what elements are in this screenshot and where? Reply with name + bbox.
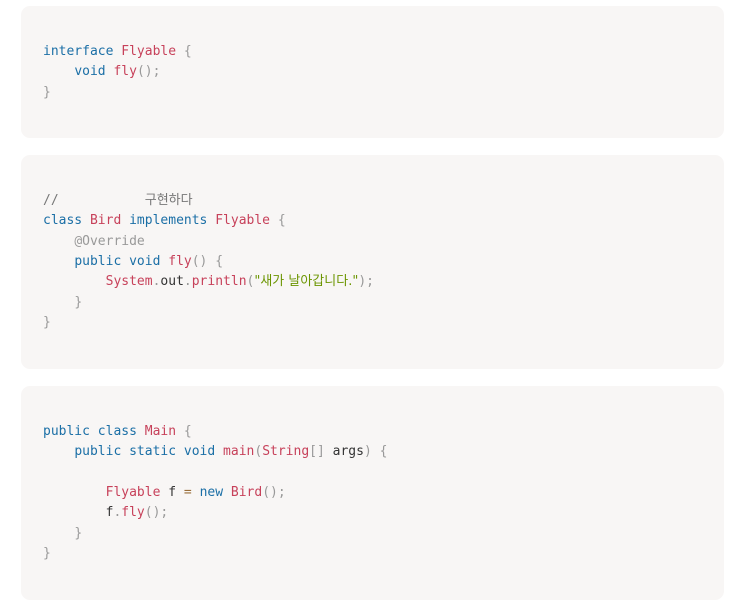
code-token: println: [191, 274, 247, 290]
code-block-main-class: public class Main { public static void m…: [21, 386, 724, 600]
code-token: =: [183, 484, 192, 500]
code-token: [192, 485, 200, 500]
code-indent: [43, 526, 74, 541]
code-line: public class Main {: [43, 422, 192, 442]
code-token: [372, 444, 380, 459]
code-token: {: [183, 44, 192, 59]
code-token: fly: [121, 505, 145, 521]
code-token: main: [223, 444, 255, 460]
code-line: // 구현하다: [43, 191, 193, 211]
code-token: out: [160, 274, 184, 290]
code-token: .: [152, 274, 161, 290]
code-line: System.out.println("새가 날아갑니다.");: [43, 272, 374, 292]
code-token: [137, 424, 145, 439]
code-line: Flyable f = new Bird();: [43, 483, 286, 503]
code-line: @Override: [43, 232, 145, 252]
code-block-flyable-interface: interface Flyable { void fly();}: [21, 6, 724, 138]
code-token: new: [199, 484, 224, 500]
code-line: class Bird implements Flyable {: [43, 211, 286, 231]
code-line: void fly();: [43, 62, 160, 82]
code-token: public: [74, 444, 122, 460]
code-token: }: [43, 314, 51, 330]
code-token: ): [363, 444, 372, 460]
code-token: public: [74, 253, 122, 269]
code-token: Bird: [230, 484, 263, 500]
code-token: {: [183, 424, 192, 439]
code-indent: [43, 254, 74, 269]
code-token: {: [277, 213, 286, 229]
code-token: Flyable: [121, 44, 177, 59]
code-token: [176, 444, 184, 459]
code-token: );: [358, 274, 374, 290]
code-token: void: [129, 253, 161, 269]
code-token: 구현하다: [144, 193, 193, 208]
code-token: .: [113, 505, 122, 521]
code-token: //: [43, 193, 145, 208]
code-line: }: [43, 524, 82, 544]
code-token: f: [160, 484, 184, 500]
code-token: []: [309, 444, 325, 460]
code-token: [176, 424, 184, 439]
code-token: implements: [129, 213, 208, 229]
code-token: Main: [144, 424, 177, 439]
code-token: f: [105, 505, 114, 521]
code-indent: [43, 485, 106, 500]
code-token: (): [191, 253, 208, 269]
code-line: }: [43, 544, 51, 564]
code-token: (: [254, 444, 263, 460]
code-token: static: [129, 444, 177, 460]
code-token: @Override: [74, 233, 145, 249]
code-token: [176, 44, 184, 59]
code-token: ();: [136, 64, 161, 80]
code-indent: [43, 505, 106, 520]
code-token: }: [43, 84, 51, 100]
code-line: }: [43, 83, 51, 103]
code-token: ();: [262, 484, 286, 500]
code-token: }: [43, 545, 51, 561]
code-token: [121, 254, 129, 269]
code-token: class: [97, 424, 137, 439]
code-token: interface: [43, 44, 114, 59]
code-token: args: [324, 444, 364, 460]
code-token: void: [74, 64, 106, 80]
code-token: ();: [144, 505, 169, 521]
code-line: public void fly() {: [43, 252, 223, 272]
code-token: [223, 485, 231, 500]
code-token: String: [262, 444, 310, 460]
code-token: fly: [168, 253, 192, 269]
code-token: {: [215, 253, 224, 269]
code-line: }: [43, 313, 51, 333]
code-line: public static void main(String[] args) {: [43, 442, 387, 462]
code-token: [270, 213, 278, 228]
code-indent: [43, 234, 74, 249]
code-token: }: [74, 525, 83, 541]
code-indent: [43, 444, 74, 459]
code-indent: [43, 274, 106, 289]
code-token: [121, 213, 129, 228]
code-token: Bird: [89, 213, 122, 229]
code-token: public: [43, 424, 90, 439]
code-token: fly: [113, 64, 137, 80]
code-token: (: [246, 274, 255, 290]
code-token: [121, 444, 129, 459]
code-line: }: [43, 293, 82, 313]
code-token: }: [74, 294, 83, 310]
code-token: [82, 213, 90, 228]
code-token: class: [43, 213, 83, 229]
code-token: [215, 444, 223, 459]
code-token: "새가 날아갑니다.": [254, 274, 359, 290]
code-token: Flyable: [215, 213, 271, 229]
code-indent: [43, 64, 74, 79]
code-token: void: [183, 444, 216, 460]
code-token: Flyable: [105, 484, 161, 500]
code-token: {: [379, 444, 388, 460]
code-token: [90, 424, 98, 439]
code-token: .: [183, 274, 192, 290]
code-line: f.fly();: [43, 503, 169, 523]
code-token: System: [105, 274, 153, 290]
code-line: interface Flyable {: [43, 42, 192, 62]
code-indent: [43, 295, 74, 310]
